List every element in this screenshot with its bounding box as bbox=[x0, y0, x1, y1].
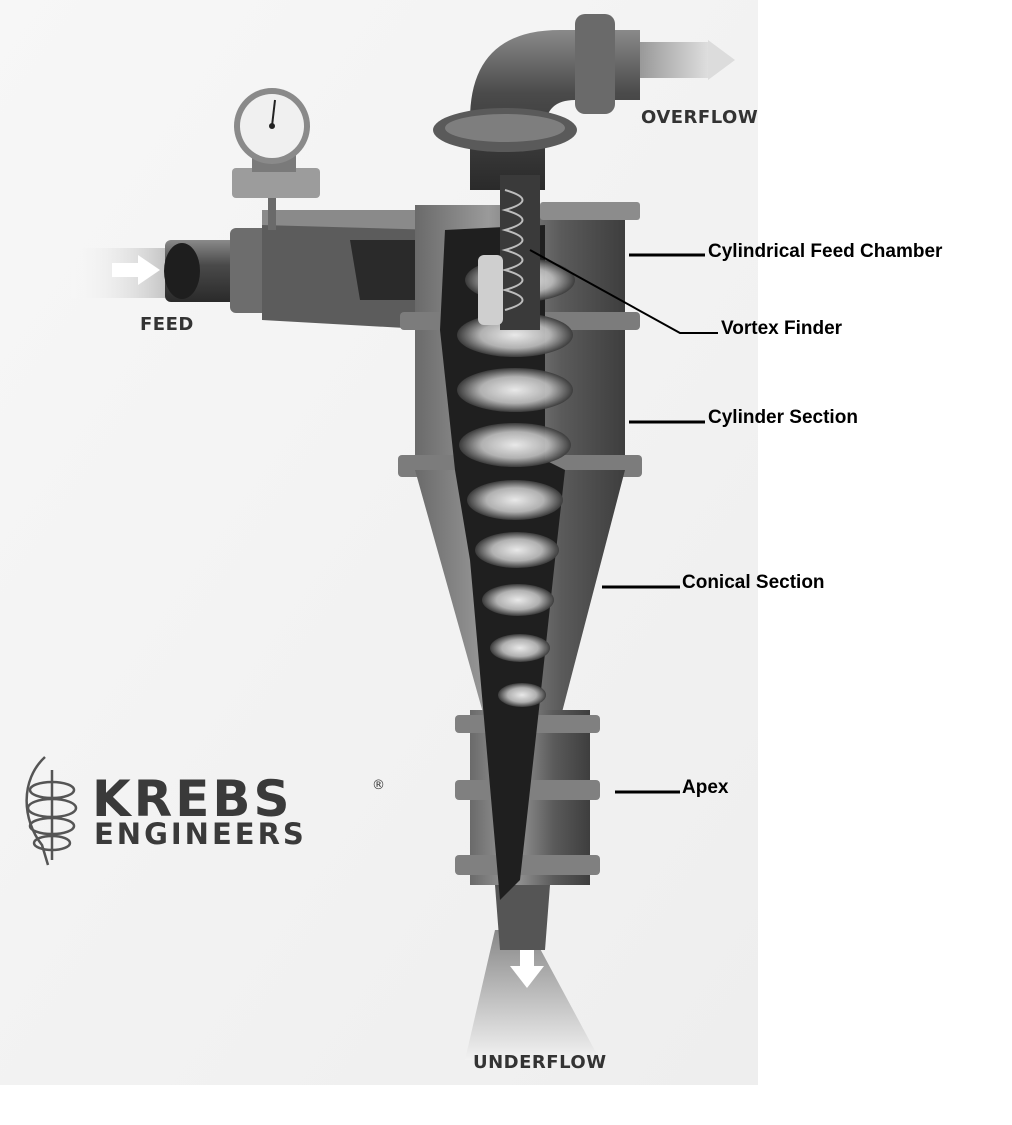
overflow-label: OVERFLOW bbox=[641, 107, 759, 128]
feed-arrow-icon bbox=[65, 248, 175, 298]
callout-label-cylinder-section: Cylinder Section bbox=[708, 407, 858, 428]
spiral-cyclone-icon bbox=[25, 756, 78, 866]
callout-line-vortex-finder bbox=[529, 249, 718, 334]
callout-label-vortex-finder: Vortex Finder bbox=[721, 318, 843, 339]
feed-label: FEED bbox=[140, 314, 194, 335]
underflow-label: UNDERFLOW bbox=[473, 1052, 607, 1073]
pressure-gauge-icon bbox=[232, 88, 320, 230]
brand-name-krebs: KREBS bbox=[92, 770, 293, 828]
callout-label-apex: Apex bbox=[682, 777, 729, 798]
brand-registered-mark: ® bbox=[372, 778, 385, 793]
callout-label-cylindrical-feed-chamber: Cylindrical Feed Chamber bbox=[708, 241, 943, 262]
hydrocyclone-illustration bbox=[0, 0, 758, 1085]
brand-name-engineers: ENGINEERS bbox=[94, 817, 307, 851]
callout-label-conical-section: Conical Section bbox=[682, 572, 825, 593]
underflow-arrow-icon bbox=[510, 950, 544, 988]
overflow-arrow-icon bbox=[640, 40, 735, 80]
